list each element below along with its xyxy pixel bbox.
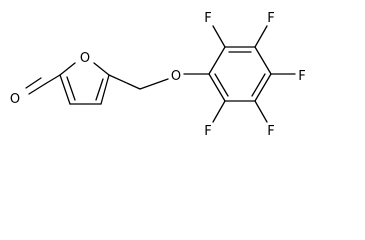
bond-cf-bottom-left: [212, 100, 226, 123]
bond-ring-6: [208, 73, 226, 102]
bond-c3-c2: [59, 74, 71, 105]
furan-ring: [59, 62, 110, 105]
atom-aldehyde-oxygen: O: [10, 92, 20, 107]
methylene-linker: [108, 73, 210, 90]
atom-fluorine-bottom-right: F: [267, 124, 274, 139]
bond-cf-top-right: [254, 25, 268, 48]
bond-ring-3: [254, 46, 272, 75]
bond-ring-6-double: [214, 73, 229, 97]
atom-labels: O O O F F F F F: [10, 11, 306, 139]
bond-c5-ch2: [108, 74, 141, 90]
bond-cf-top-left: [212, 25, 226, 48]
atom-fluorine-bottom-left: F: [204, 124, 211, 139]
chemical-structure-diagram: O O O F F F F F: [10, 11, 306, 139]
bond-cf-bottom-right: [254, 100, 268, 123]
pentafluorophenyl-ring: [208, 25, 296, 123]
atom-ether-oxygen: O: [171, 69, 181, 84]
bond-ring-1: [208, 46, 226, 75]
bond-aldehyde-c-o: [28, 83, 46, 95]
atom-furan-oxygen: O: [80, 51, 90, 66]
bond-c5-c4-double: [95, 78, 104, 101]
bond-aldehyde-c-o-double: [25, 77, 42, 89]
atom-fluorine-right: F: [298, 69, 305, 84]
bond-ring-4: [254, 73, 272, 102]
bond-c2-o1: [59, 62, 76, 76]
atom-fluorine-top-left: F: [204, 11, 211, 26]
aldehyde-group: [25, 74, 61, 95]
bond-ch2-o: [139, 78, 169, 90]
bond-c5-c4: [100, 74, 110, 105]
bond-o1-c5: [93, 62, 110, 76]
bond-ring-4-double: [251, 73, 266, 97]
bond-c3-c2-double: [66, 76, 76, 101]
bond-aldehyde-c-ring: [44, 74, 61, 85]
atom-fluorine-top-right: F: [267, 11, 274, 26]
